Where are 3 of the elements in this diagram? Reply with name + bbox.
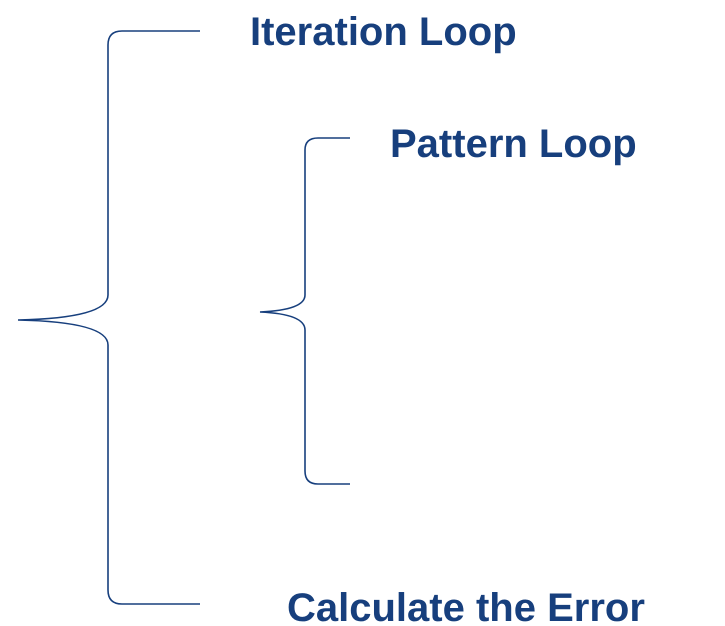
heading-text: Pattern Loop [390, 124, 637, 164]
heading-text: Calculate the Error [287, 588, 645, 626]
heading-text: Iteration Loop [250, 12, 517, 52]
